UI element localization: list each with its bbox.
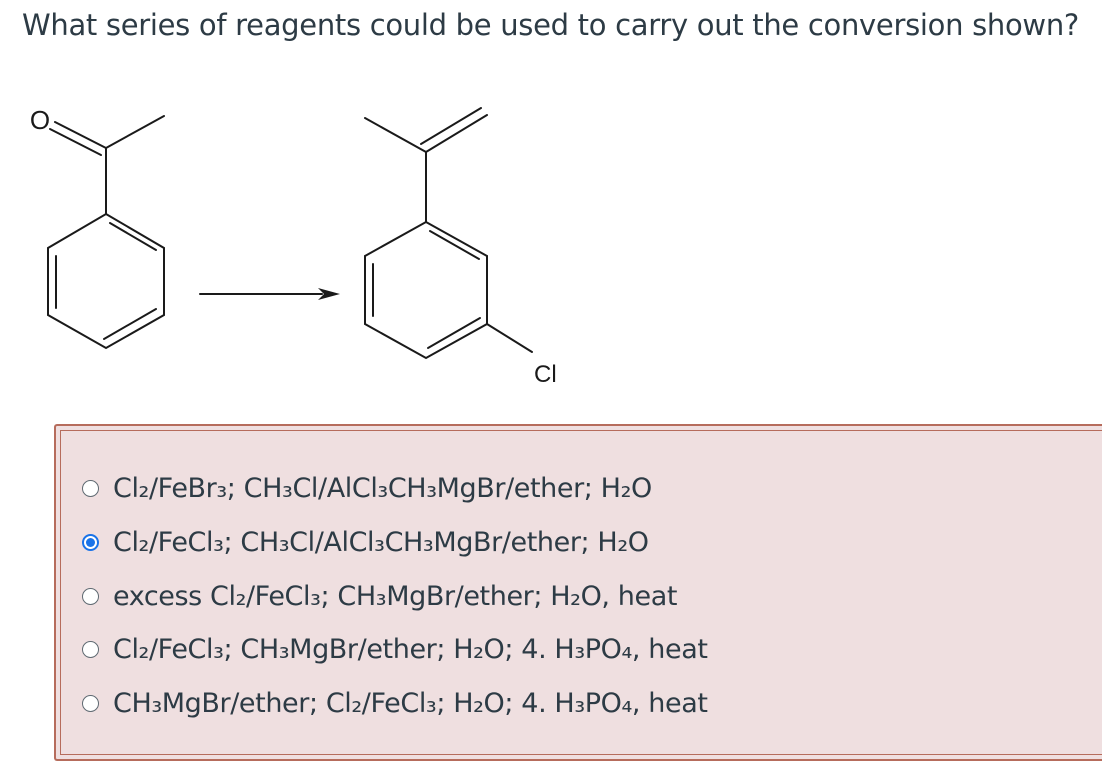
reaction-arrow: [199, 288, 340, 300]
answer-option-5[interactable]: CH₃MgBr/ether; Cl₂/FeCl₃; H₂O; 4. H₃PO₄,…: [82, 683, 708, 723]
radio-button-option-3[interactable]: [82, 587, 99, 605]
answer-option-1[interactable]: Cl₂/FeBr₃; CH₃Cl/AlCl₃CH₃MgBr/ether; H₂O: [82, 468, 652, 508]
reaction-scheme: O Cl: [30, 105, 557, 388]
answer-option-2-label: Cl₂/FeCl₃; CH₃Cl/AlCl₃CH₃MgBr/ether; H₂O: [113, 526, 649, 558]
oxygen-atom-label: O: [30, 105, 50, 135]
radio-button-option-1[interactable]: [82, 479, 99, 497]
answer-option-1-label: Cl₂/FeBr₃; CH₃Cl/AlCl₃CH₃MgBr/ether; H₂O: [113, 472, 652, 504]
radio-button-option-4[interactable]: [82, 640, 99, 658]
answer-option-4[interactable]: Cl₂/FeCl₃; CH₃MgBr/ether; H₂O; 4. H₃PO₄,…: [82, 629, 708, 669]
question-text: What series of reagents could be used to…: [22, 8, 1079, 42]
answer-option-4-label: Cl₂/FeCl₃; CH₃MgBr/ether; H₂O; 4. H₃PO₄,…: [113, 633, 708, 665]
answer-option-5-label: CH₃MgBr/ether; Cl₂/FeCl₃; H₂O; 4. H₃PO₄,…: [113, 687, 708, 719]
chlorine-atom-label: Cl: [534, 361, 557, 388]
radio-button-option-2[interactable]: [82, 533, 99, 551]
answer-options-inner-border: [60, 430, 1102, 755]
product-structure: [364, 107, 533, 360]
reactant-structure: [47, 115, 165, 350]
answer-option-3[interactable]: excess Cl₂/FeCl₃; CH₃MgBr/ether; H₂O, he…: [82, 576, 677, 616]
answer-option-2[interactable]: Cl₂/FeCl₃; CH₃Cl/AlCl₃CH₃MgBr/ether; H₂O: [82, 522, 649, 562]
answer-options-panel: Cl₂/FeBr₃; CH₃Cl/AlCl₃CH₃MgBr/ether; H₂O…: [54, 424, 1102, 761]
answer-option-3-label: excess Cl₂/FeCl₃; CH₃MgBr/ether; H₂O, he…: [113, 580, 678, 612]
radio-button-option-5[interactable]: [82, 694, 99, 712]
